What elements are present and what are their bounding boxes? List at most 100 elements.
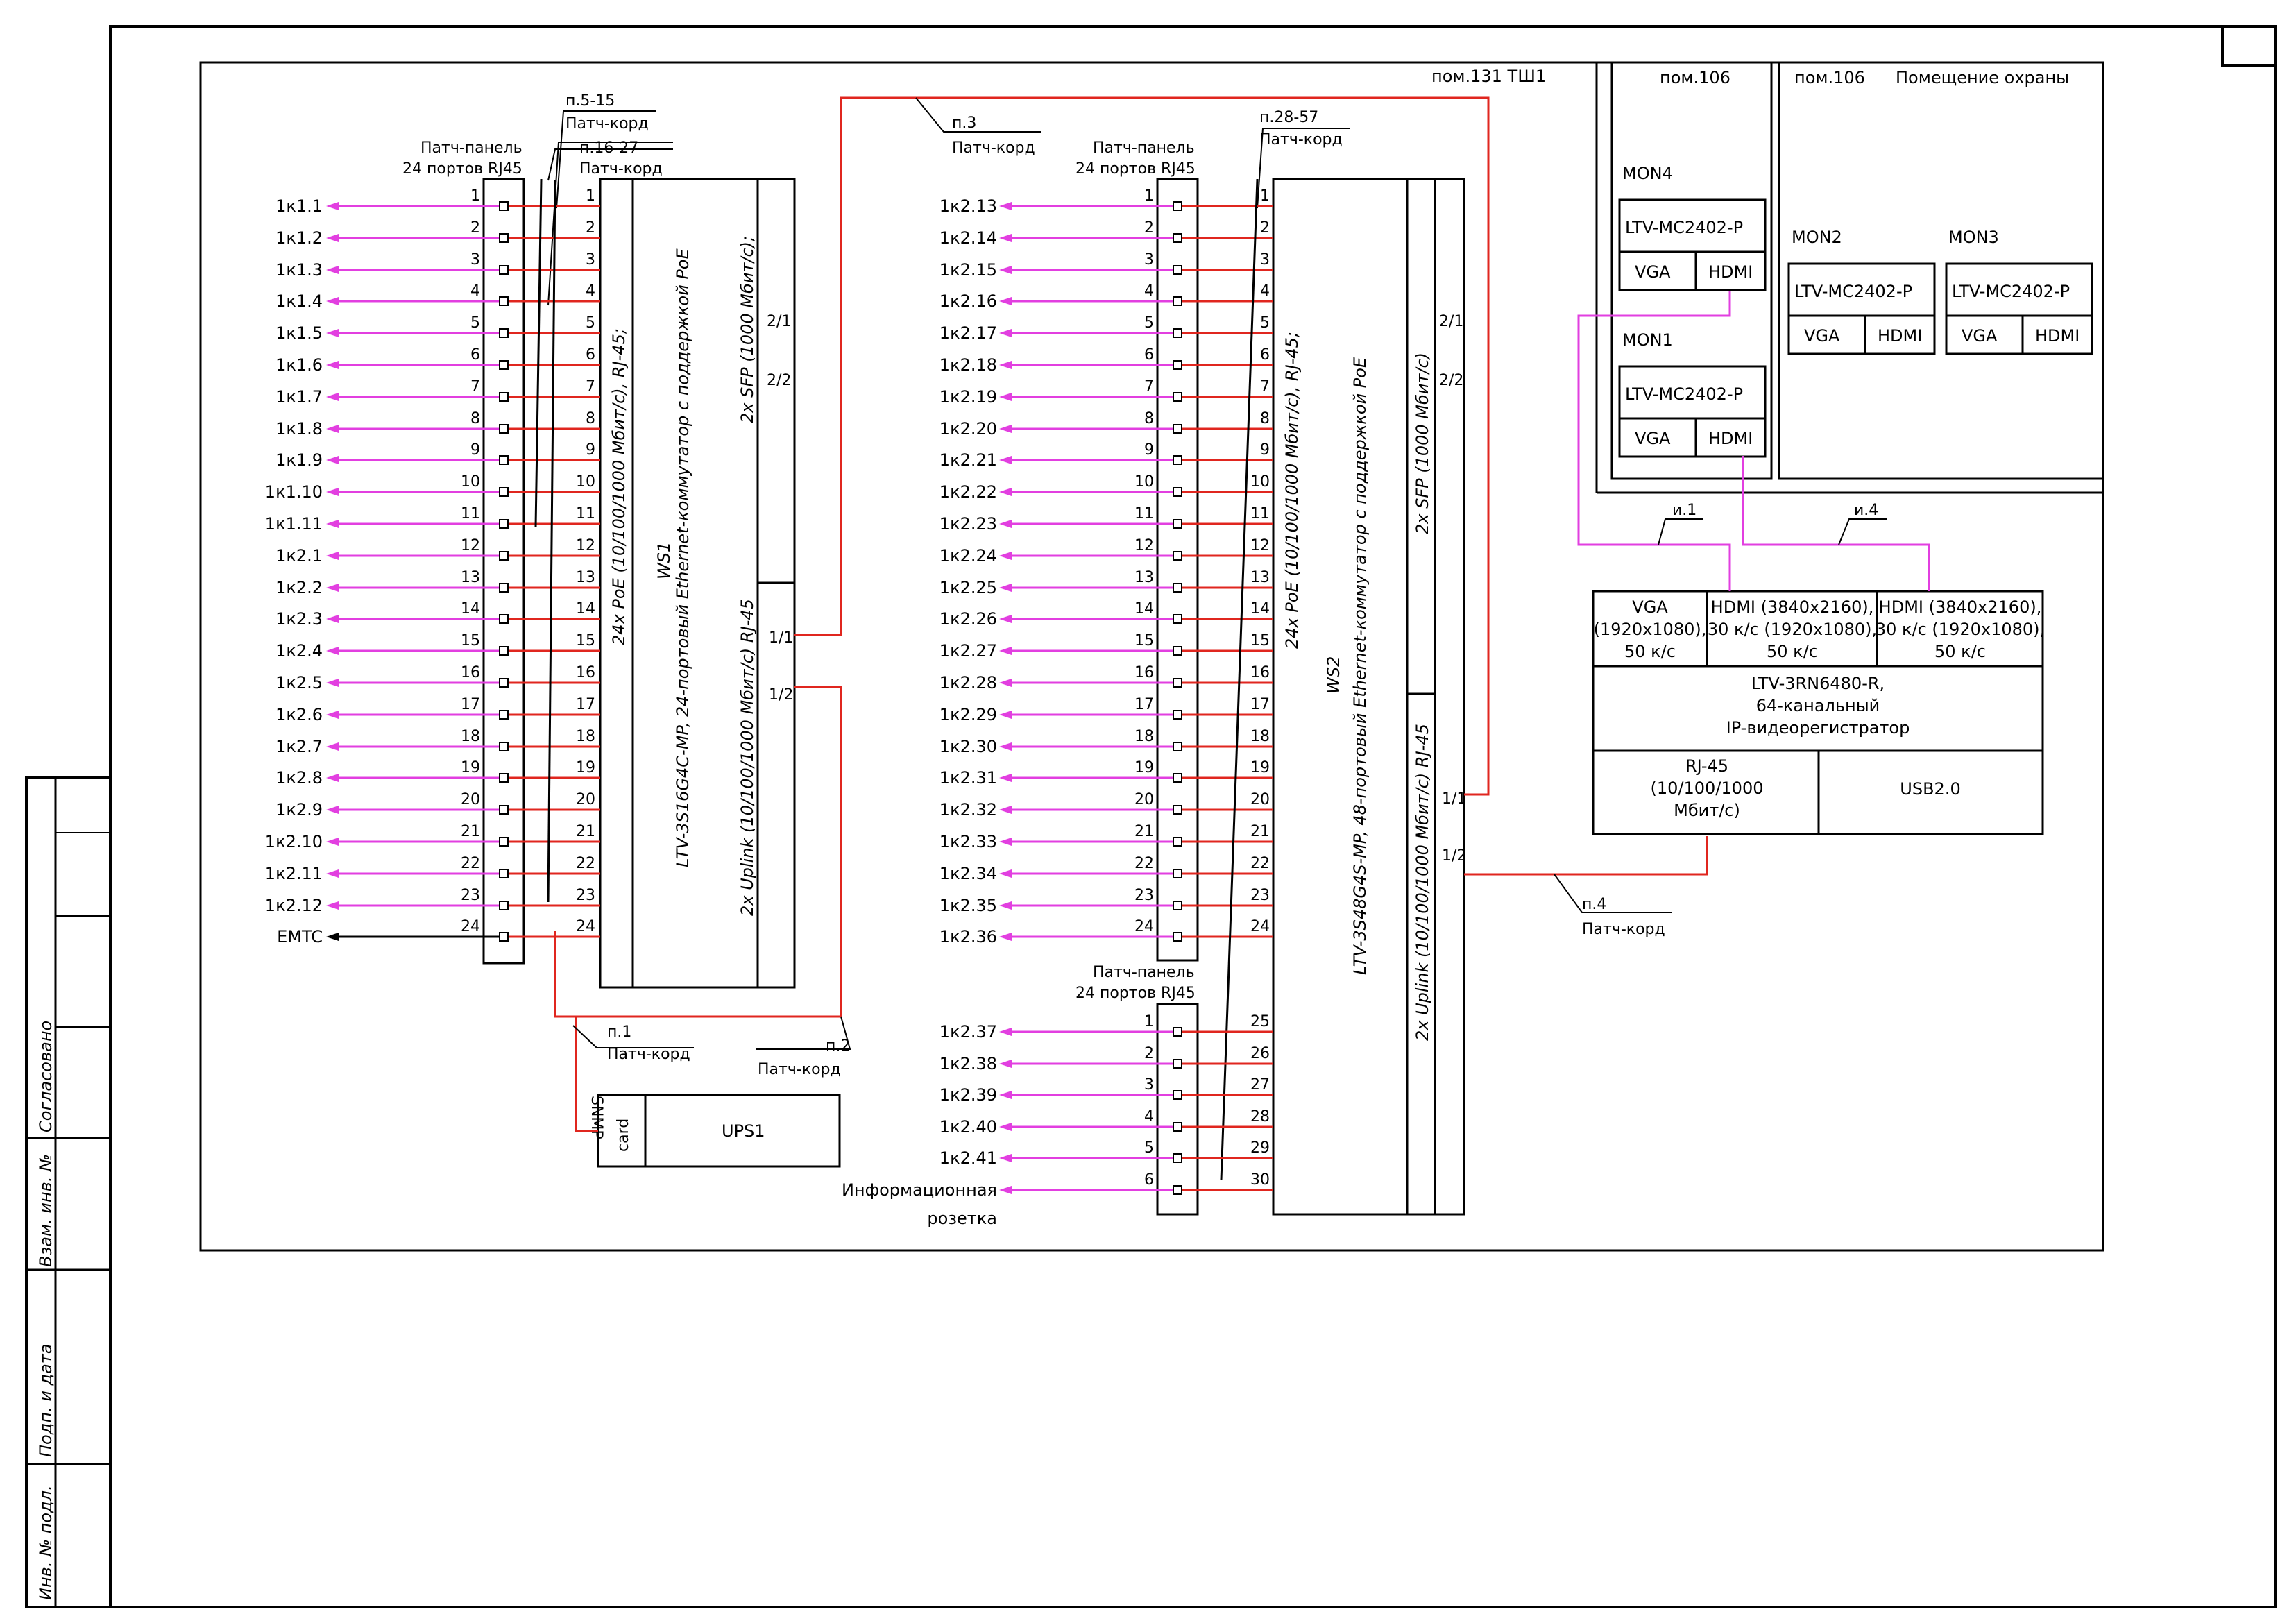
mid-cable-20-arrow xyxy=(999,806,1012,814)
cord-leaders xyxy=(547,97,1887,1050)
socket-word2: розетка xyxy=(927,1209,997,1228)
monitor-id-1: MON4 xyxy=(1622,164,1673,183)
nvr-vga-line1: VGA xyxy=(1632,597,1668,617)
left-label-2: 1к1.2 xyxy=(275,228,323,248)
left-cable-10-arrow xyxy=(326,488,339,496)
mid-port-num-6: 6 xyxy=(1144,346,1154,364)
ws2-port-num-10: 10 xyxy=(1250,473,1270,491)
mid-jack-15 xyxy=(1173,646,1182,656)
left-label-22: 1к2.11 xyxy=(265,864,323,883)
left-cable-15-arrow xyxy=(326,647,339,655)
cord-p16-27: п.16-27 xyxy=(579,139,638,157)
monitor-id-4: MON3 xyxy=(1948,228,1999,247)
left-cable-18-arrow xyxy=(326,742,339,751)
left-port-num-23: 23 xyxy=(461,887,480,904)
ws2-port-num-18: 18 xyxy=(1250,728,1270,745)
bundle-line-2 xyxy=(547,180,556,903)
cord-p3: п.3 xyxy=(952,114,976,132)
mid-cable-18-arrow xyxy=(999,742,1012,751)
left-port-num-9: 9 xyxy=(470,441,480,459)
mid-cable-21-arrow xyxy=(999,838,1012,846)
monitor-id-2: MON1 xyxy=(1622,330,1673,350)
ws2-port-num-25: 25 xyxy=(1250,1013,1270,1030)
cord-p4-type: Патч-корд xyxy=(1582,921,1665,938)
mid-jack-10 xyxy=(1173,487,1182,497)
room-131: пом.131 ТШ1 xyxy=(1431,67,1546,86)
left-cable-11-arrow xyxy=(326,520,339,528)
left-label-3: 1к1.3 xyxy=(275,260,323,280)
pp3-title1: Патч-панель xyxy=(1093,964,1195,981)
ws2-port-num-1: 1 xyxy=(1260,187,1270,205)
monitor-model-4: LTV-MC2402-P xyxy=(1952,282,2070,301)
mid-jack-14 xyxy=(1173,614,1182,624)
left-label-24: EMTC xyxy=(277,927,323,946)
left-label-10: 1к1.10 xyxy=(265,482,323,502)
mid-port-num-3: 3 xyxy=(1144,251,1154,269)
left-port-num-21: 21 xyxy=(461,823,480,840)
low-jack-3 xyxy=(1173,1090,1182,1100)
switch-ws2 xyxy=(1272,178,1465,1216)
left-jack-16 xyxy=(499,678,509,688)
low-port-num-2: 2 xyxy=(1144,1045,1154,1062)
mid-jack-7 xyxy=(1173,392,1182,402)
left-cable-4-arrow xyxy=(326,297,339,305)
ws2-port-num-12: 12 xyxy=(1250,537,1270,554)
nvr-hdmi1-line2: 30 к/с (1920x1080), xyxy=(1708,620,1877,639)
ws2-uplink-port-2: 1/2 xyxy=(1442,847,1466,865)
left-jack-17 xyxy=(499,710,509,720)
room-boundaries xyxy=(199,61,2104,1252)
ws1-poe: 24х PoE (10/100/1000 Мбит/с), RJ-45; xyxy=(609,328,629,645)
monitor-model-3: LTV-MC2402-P xyxy=(1794,282,1912,301)
left-jack-19 xyxy=(499,773,509,783)
left-port-num-12: 12 xyxy=(461,537,480,554)
left-cable-16-arrow xyxy=(326,679,339,687)
mid-cable-8-arrow xyxy=(999,425,1012,433)
ws1-port-num-2: 2 xyxy=(586,219,595,237)
ws2-port-num-11: 11 xyxy=(1250,505,1270,522)
mid-cable-13-arrow xyxy=(999,584,1012,592)
mid-label-11: 1к2.23 xyxy=(939,514,997,534)
mid-jack-9 xyxy=(1173,455,1182,465)
mid-label-16: 1к2.28 xyxy=(939,673,997,692)
ws1-port-num-8: 8 xyxy=(586,410,595,427)
cord-p28-57-type: Патч-корд xyxy=(1259,131,1343,148)
left-label-1: 1к1.1 xyxy=(275,196,323,216)
low-jack-5 xyxy=(1173,1153,1182,1163)
low-label-2: 1к2.38 xyxy=(939,1054,997,1073)
ws1-port-num-23: 23 xyxy=(576,887,595,904)
ws2-uplink: 2х Uplink (10/100/1000 Мбит/с) RJ-45 xyxy=(1413,724,1432,1041)
cord-p1: п.1 xyxy=(607,1023,631,1041)
mid-cable-9-arrow xyxy=(999,456,1012,464)
mid-jack-21 xyxy=(1173,837,1182,847)
ws2-port-num-2: 2 xyxy=(1260,219,1270,237)
monitor-vga-1: VGA xyxy=(1635,262,1671,282)
ws1-port-num-4: 4 xyxy=(586,282,595,300)
monitor-hdmi-3: HDMI xyxy=(1878,326,1922,346)
monitor-hdmi-4: HDMI xyxy=(2035,326,2080,346)
mid-label-5: 1к2.17 xyxy=(939,323,997,343)
mid-jack-23 xyxy=(1173,901,1182,910)
left-label-20: 1к2.9 xyxy=(275,800,323,819)
pp3-title2: 24 портов RJ45 xyxy=(1075,985,1196,1002)
ws1-uplink-port-1: 1/1 xyxy=(769,629,793,647)
mid-cable-6-arrow xyxy=(999,361,1012,369)
low-label-1: 1к2.37 xyxy=(939,1022,997,1042)
mid-cable-19-arrow xyxy=(999,774,1012,782)
mid-cable-14-arrow xyxy=(999,615,1012,623)
mid-port-num-20: 20 xyxy=(1134,791,1154,808)
ws1-port-num-3: 3 xyxy=(586,251,595,269)
mid-cable-4-arrow xyxy=(999,297,1012,305)
left-port-num-17: 17 xyxy=(461,696,480,713)
ws1-name: WS1 xyxy=(654,542,674,579)
mid-cable-12-arrow xyxy=(999,552,1012,560)
mid-cable-11-arrow xyxy=(999,520,1012,528)
mid-jack-19 xyxy=(1173,773,1182,783)
mid-label-7: 1к2.19 xyxy=(939,387,997,407)
ws1-port-num-12: 12 xyxy=(576,537,595,554)
mid-port-num-7: 7 xyxy=(1144,378,1154,396)
ws1-port-num-11: 11 xyxy=(576,505,595,522)
left-port-num-4: 4 xyxy=(470,282,480,300)
left-jack-4 xyxy=(499,296,509,306)
mid-jack-12 xyxy=(1173,551,1182,561)
